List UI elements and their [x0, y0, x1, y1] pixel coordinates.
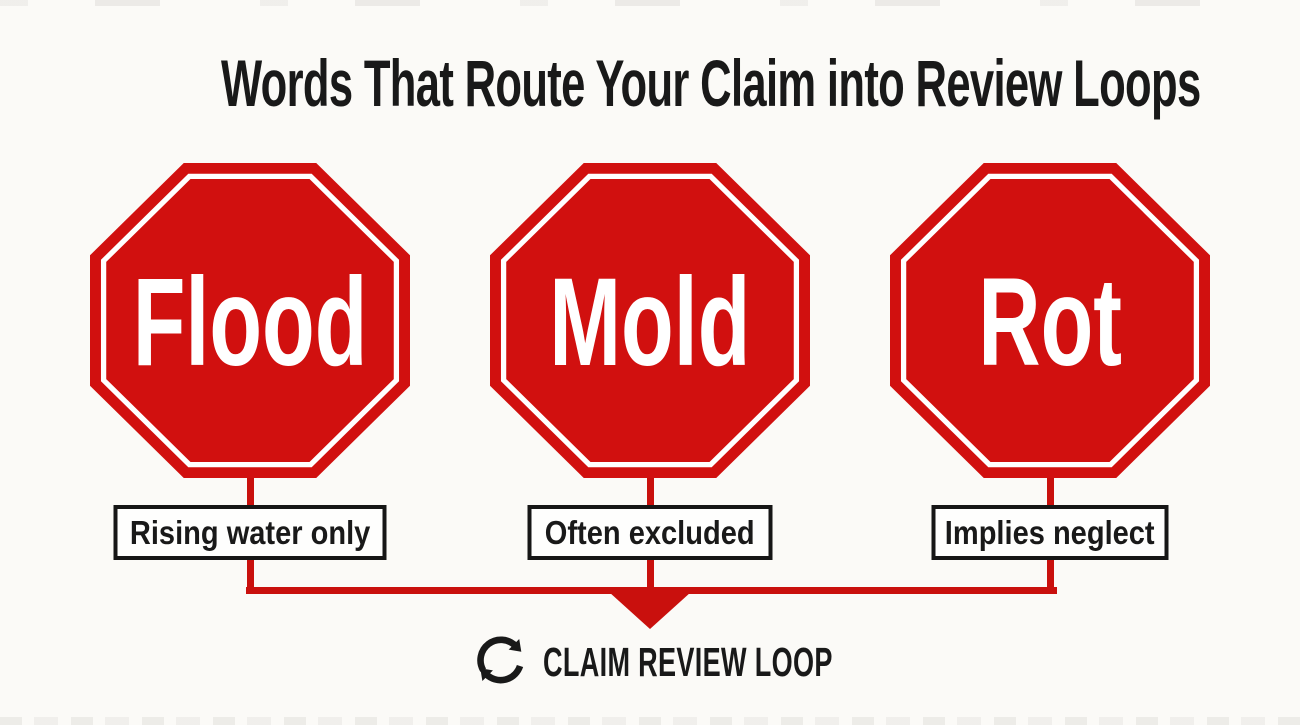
- stop-sign-octagon-icon: [490, 163, 810, 478]
- sign-column-flood: Flood Rising water only: [90, 163, 410, 603]
- page-title: Words That Route Your Claim into Review …: [220, 46, 1201, 120]
- stop-sign-rot: Rot: [890, 163, 1210, 478]
- sign-column-rot: Rot Implies neglect: [890, 163, 1210, 603]
- note-box: Often excluded: [527, 505, 773, 560]
- sign-word: Rot: [978, 253, 1122, 392]
- sign-word: Flood: [132, 253, 368, 392]
- stop-sign-flood: Flood: [90, 163, 410, 478]
- cycle-arrows-icon: [472, 629, 532, 691]
- note-label: Often excluded: [545, 514, 755, 551]
- sign-word: Mold: [549, 253, 751, 392]
- claim-review-loop-label: CLAIM REVIEW LOOP: [543, 639, 833, 685]
- stop-sign-mold: Mold: [490, 163, 810, 478]
- down-arrow: [609, 592, 691, 629]
- stop-sign-octagon-icon: [890, 163, 1210, 478]
- note-box: Implies neglect: [931, 505, 1169, 560]
- top-edge-artifact: [0, 0, 1300, 6]
- note-label: Rising water only: [129, 514, 371, 551]
- stop-sign-octagon-icon: [90, 163, 410, 478]
- note-label: Implies neglect: [945, 514, 1155, 551]
- note-box: Rising water only: [113, 505, 387, 560]
- connector-horizontal-line: [246, 587, 1057, 594]
- bottom-edge-artifact: [0, 717, 1300, 725]
- sign-column-mold: Mold Often excluded: [490, 163, 810, 603]
